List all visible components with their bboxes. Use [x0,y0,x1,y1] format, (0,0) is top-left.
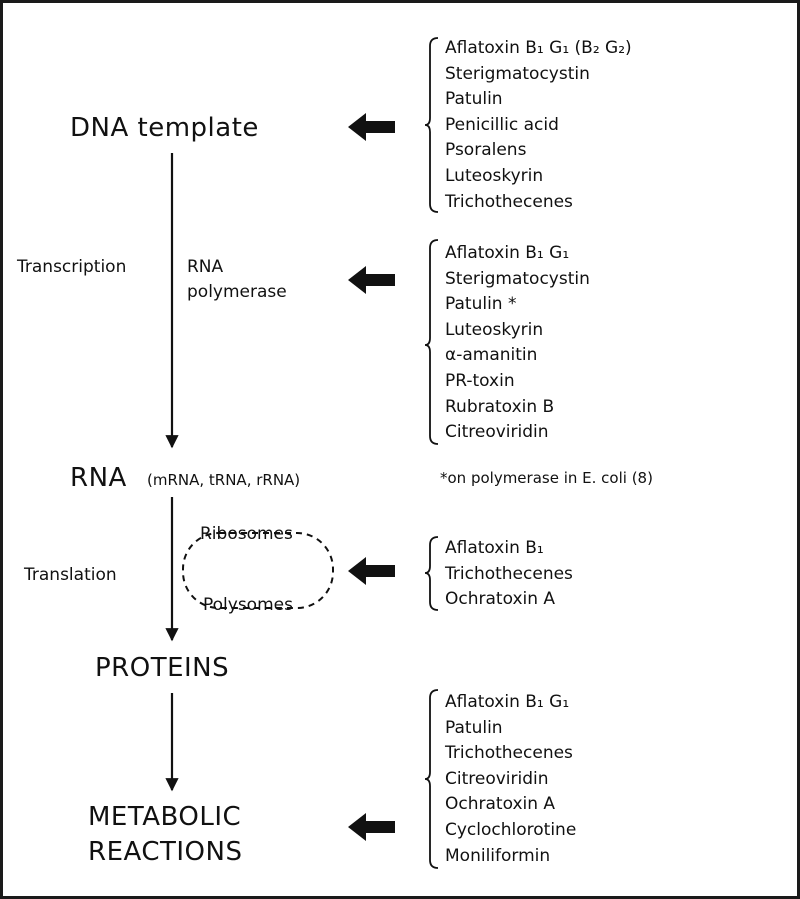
inhibitor-item: Trichothecenes [445,191,573,212]
rna-polymerase-label-line2: polymerase [187,282,287,302]
proteins-label: PROTEINS [95,653,230,683]
inhibitor-item: Patulin * [445,294,517,315]
inhibitor-item: Aflatoxin B₁ G₁ (B₂ G₂) [445,38,632,58]
brace-ribosomes-icon [424,536,439,611]
rna-label: RNA [70,463,127,493]
inhibitor-item: Rubratoxin B [445,396,555,417]
brace-dna-icon [424,37,439,213]
inhibition-arrow-dna-icon [348,113,395,141]
inhibitor-item: PR-toxin [445,370,515,391]
metabolic-label-line1: METABOLIC [88,802,242,832]
brace-metabolic-icon [424,689,439,869]
inhibitor-item: Patulin [445,717,503,738]
metabolic-label-line2: REACTIONS [88,837,243,867]
brace-rna-polymerase-icon [424,239,439,445]
inhibitor-item: Trichothecenes [445,563,573,584]
rna-polymerase-label-line1: RNA [187,257,224,277]
inhibitor-item: Citreoviridin [445,768,549,789]
inhibition-arrow-rna-polymerase-icon [348,266,395,294]
inhibitor-item: Sterigmatocystin [445,268,590,289]
inhibitor-item: Luteoskyrin [445,165,544,186]
polysomes-label: Polysomes [203,595,293,615]
inhibitor-item: Aflatoxin B₁ G₁ [445,692,570,712]
inhibitor-item: Cyclochlorotine [445,819,577,840]
inhibitor-item: α-amanitin [445,345,538,366]
inhibitor-item: Trichothecenes [445,743,573,764]
inhibitor-item: Patulin [445,89,503,110]
inhibitor-item: Ochratoxin A [445,794,556,815]
footnote: *on polymerase in E. coli (8) [440,469,653,487]
inhibition-arrow-ribosomes-icon [348,557,395,585]
ribosome-polysome-loop [182,532,334,609]
inhibitor-item: Psoralens [445,140,527,161]
inhibition-arrow-metabolic-icon [348,813,395,841]
inhibitor-item: Ochratoxin A [445,589,556,610]
inhibitor-item: Moniliformin [445,845,551,866]
inhibitor-item: Aflatoxin B₁ G₁ [445,243,570,263]
inhibitor-item: Penicillic acid [445,114,559,135]
inhibitor-item: Citreoviridin [445,422,549,443]
rna-types-label: (mRNA, tRNA, rRNA) [147,471,301,489]
inhibition-arrows [348,113,395,841]
inhibitor-item: Aflatoxin B₁ [445,538,544,558]
inhibitor-item: Sterigmatocystin [445,63,590,84]
inhibitor-item: Luteoskyrin [445,319,544,340]
inhibitor-braces [424,37,439,869]
transcription-label: Transcription [17,257,127,277]
dna-template-label: DNA template [70,113,259,143]
translation-label: Translation [24,565,117,585]
